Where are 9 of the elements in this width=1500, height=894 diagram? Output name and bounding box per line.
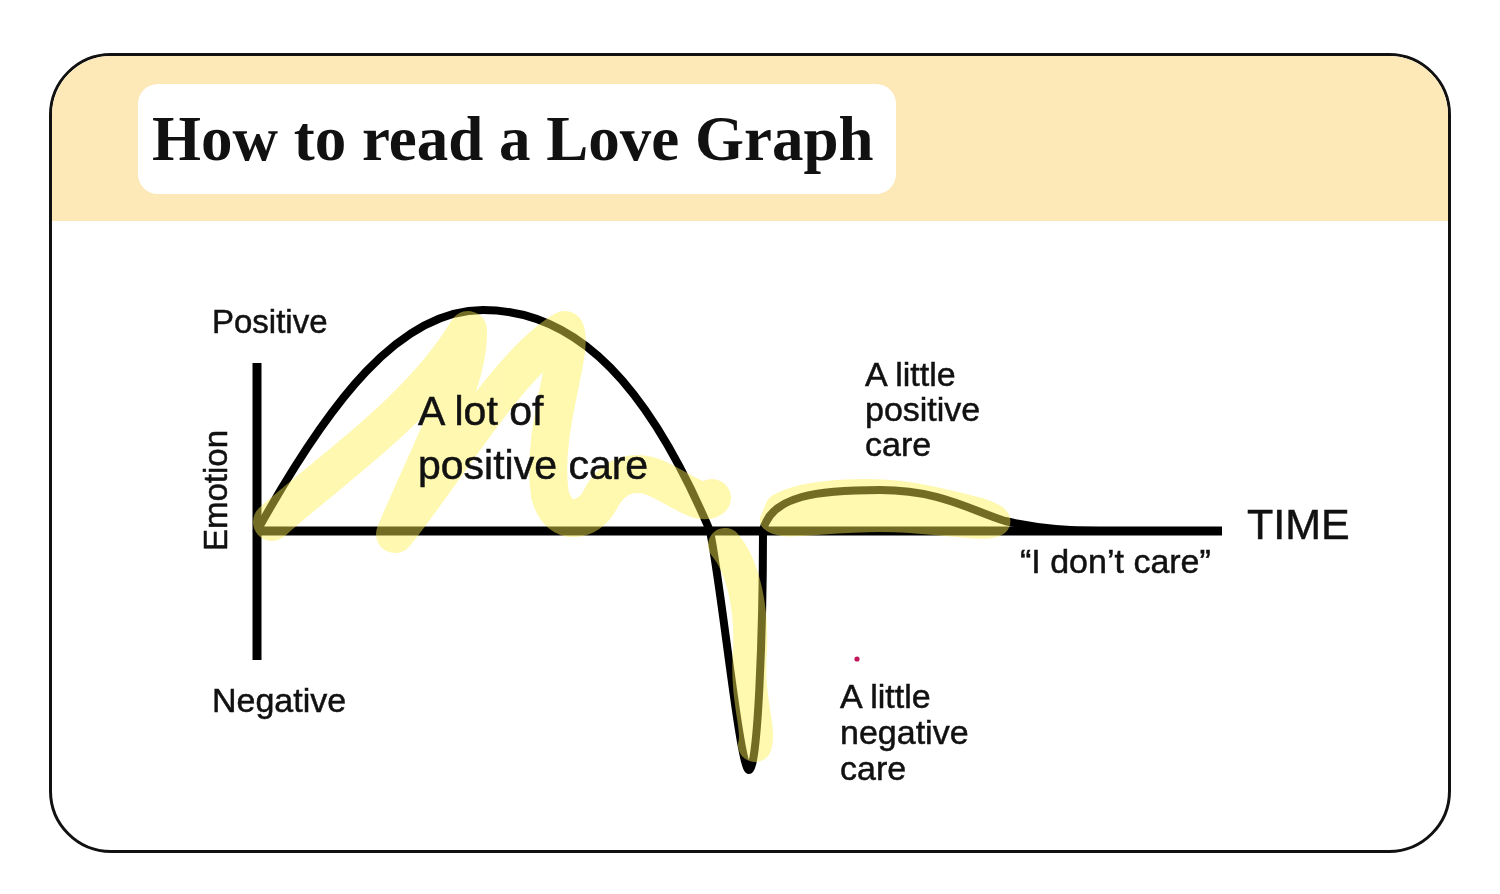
annotation-text: “I don’t care” — [1020, 541, 1212, 581]
axis-label: Emotion — [197, 430, 235, 552]
axis-label: TIME — [1247, 499, 1351, 549]
annotation-text: A little negative care — [840, 678, 970, 786]
annotation-text: A little positive care — [865, 357, 982, 462]
axis-label: Negative — [212, 680, 348, 720]
axis-label: Positive — [212, 302, 329, 342]
annotation-text: A lot of positive care — [418, 387, 650, 490]
title: How to read a Love Graph — [138, 84, 896, 194]
